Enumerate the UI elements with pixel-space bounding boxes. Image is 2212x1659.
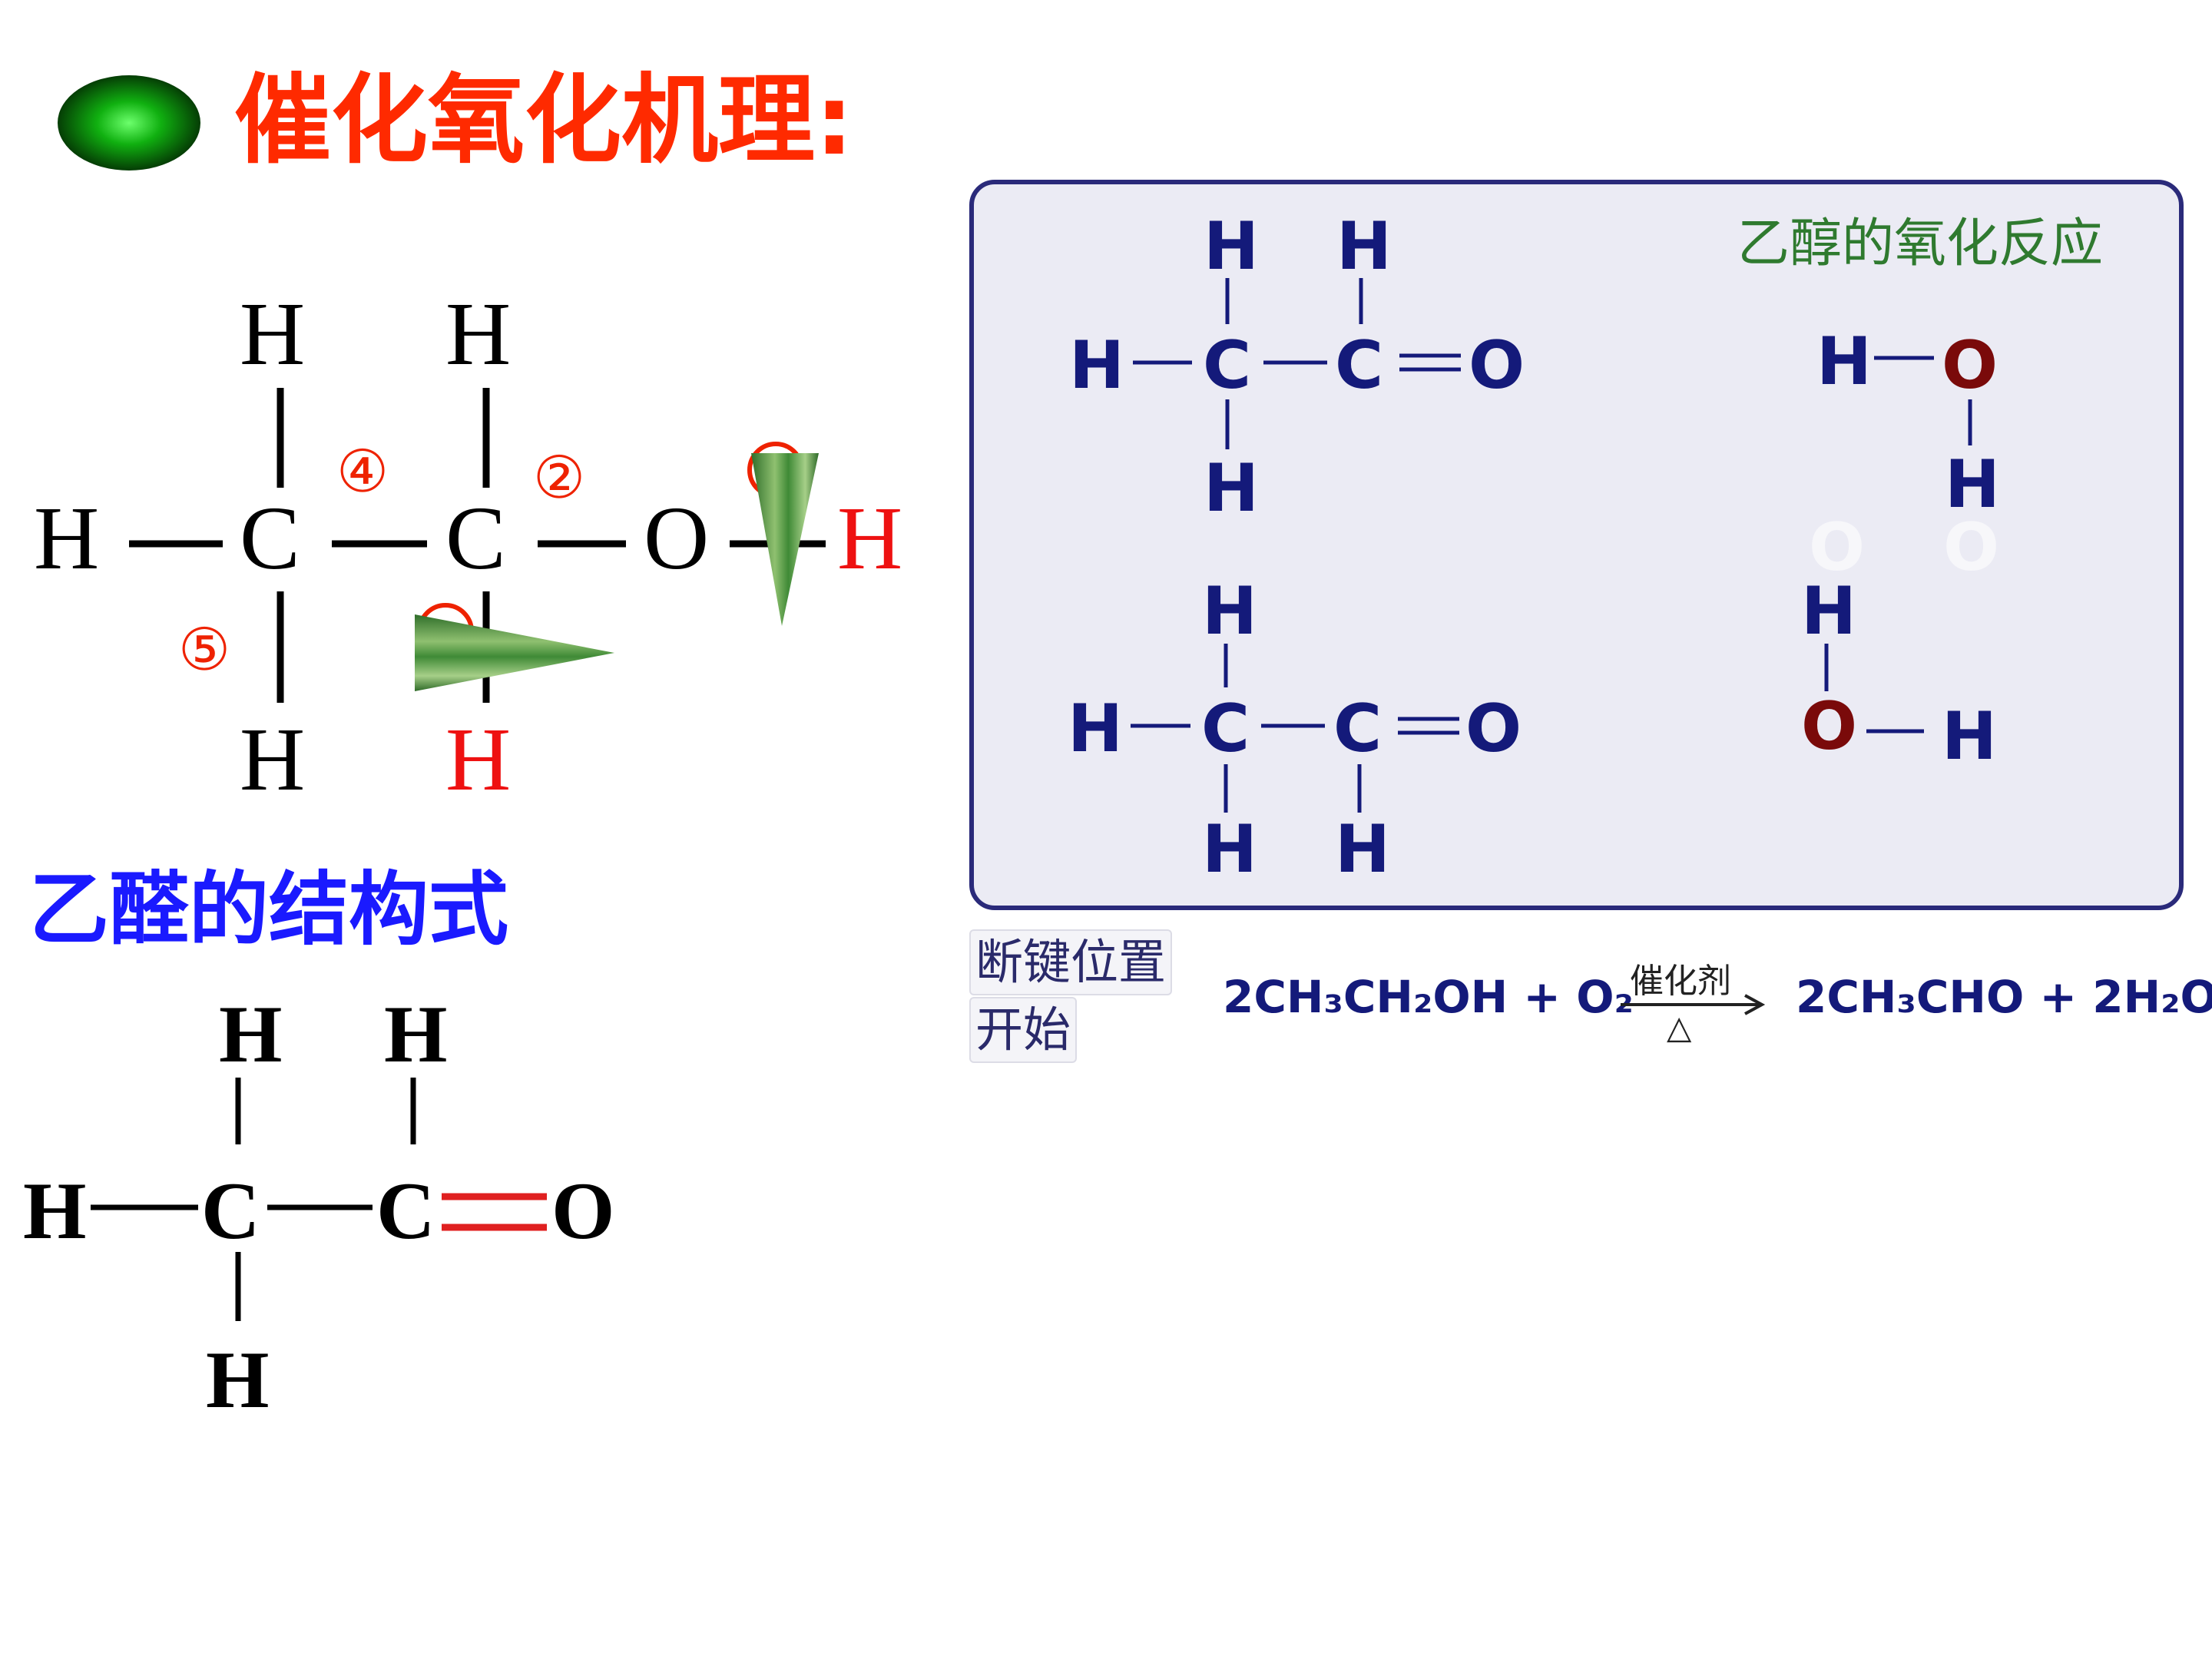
marker-2: ②: [533, 443, 585, 512]
svg-text:C: C: [1203, 327, 1251, 404]
panel-water-fragment-bottom: H O H: [1801, 573, 1997, 775]
ald-h-left: H: [23, 1166, 86, 1256]
ald-h-top-1: H: [219, 989, 282, 1079]
svg-text:C: C: [1201, 690, 1250, 767]
green-bullet-icon: [58, 75, 200, 171]
ald-o: O: [551, 1166, 614, 1256]
marker-5: ⑤: [178, 615, 230, 684]
panel-ethanol-fragment-top: H H H C C O H: [1069, 208, 1525, 527]
atom-o: O: [644, 488, 709, 588]
atom-h-bottom-2-red: H: [445, 709, 511, 810]
atom-c-1: C: [240, 488, 300, 588]
ald-h-top-2: H: [384, 989, 447, 1079]
acetaldehyde-heading: 乙醛的结构式: [29, 863, 508, 956]
svg-text:H: H: [1816, 323, 1872, 400]
svg-text:H: H: [1204, 450, 1259, 527]
svg-text:O: O: [1809, 509, 1865, 586]
svg-text:H: H: [1068, 690, 1123, 767]
atom-c-2: C: [445, 488, 506, 588]
ald-h-bottom: H: [206, 1335, 269, 1425]
atom-h-right-red: H: [837, 488, 902, 588]
svg-text:O: O: [1942, 327, 1998, 404]
svg-text:C: C: [1333, 690, 1382, 767]
arrow-head-icon: [1744, 994, 1766, 1015]
svg-text:H: H: [1069, 327, 1124, 404]
panel-bonds-bottom: [1131, 644, 1459, 813]
svg-text:O: O: [1469, 327, 1525, 404]
svg-text:H: H: [1202, 573, 1257, 650]
svg-text:H: H: [1204, 208, 1259, 285]
start-button[interactable]: 开始: [969, 997, 1078, 1063]
svg-text:H: H: [1335, 811, 1390, 888]
break-bond-button[interactable]: 断键位置: [969, 929, 1173, 995]
svg-text:O: O: [1801, 688, 1857, 765]
svg-text:H: H: [1202, 811, 1257, 888]
ald-c-1: C: [201, 1166, 260, 1256]
acetaldehyde-bonds: [91, 1078, 416, 1321]
panel-water-fragment-top: H O H: [1816, 323, 2000, 523]
atom-h-top-2: H: [445, 283, 511, 384]
ald-c-2: C: [376, 1166, 435, 1256]
leaf-arrow-down-icon: [751, 453, 819, 626]
ethanol-structure: H H H C C O H H H: [34, 283, 902, 810]
panel-caption: 乙醇的氧化反应: [1737, 214, 2103, 274]
atom-h-left: H: [34, 488, 99, 588]
page-title: 催化氧化机理:: [234, 64, 853, 177]
animation-panel: [969, 180, 2184, 910]
equation-reactants: 2CH₃CH₂OH + O₂: [1223, 971, 1634, 1023]
panel-water-bonds-bottom: [1824, 644, 1924, 733]
acetaldehyde-structure: H H H C C O H: [23, 989, 614, 1425]
svg-text:H: H: [1942, 698, 1997, 775]
svg-text:H: H: [1336, 208, 1392, 285]
panel-water-bonds-top: [1874, 356, 1972, 445]
faded-oxygen-atoms: O O: [1809, 509, 1999, 586]
bond-markers: ④ ② ⑤: [178, 437, 585, 684]
svg-text:O: O: [1465, 690, 1522, 767]
leaf-arrow-right-icon: [415, 614, 614, 691]
svg-text:H: H: [1801, 573, 1856, 650]
equation-catalyst: 催化剂: [1630, 962, 1731, 1000]
atom-h-bottom-1: H: [240, 709, 305, 810]
svg-text:H: H: [1945, 446, 2000, 523]
equation-products: 2CH₃CHO + 2H₂O: [1796, 971, 2212, 1023]
equation-condition: △: [1667, 1008, 1692, 1046]
double-bond-red: [442, 1193, 547, 1231]
atom-h-top-1: H: [240, 283, 305, 384]
marker-4: ④: [336, 437, 389, 505]
svg-text:C: C: [1335, 327, 1383, 404]
panel-bonds-top: [1133, 278, 1461, 449]
svg-text:O: O: [1943, 509, 1999, 586]
panel-ethanol-fragment-bottom: H H C C O H H: [1068, 573, 1522, 888]
